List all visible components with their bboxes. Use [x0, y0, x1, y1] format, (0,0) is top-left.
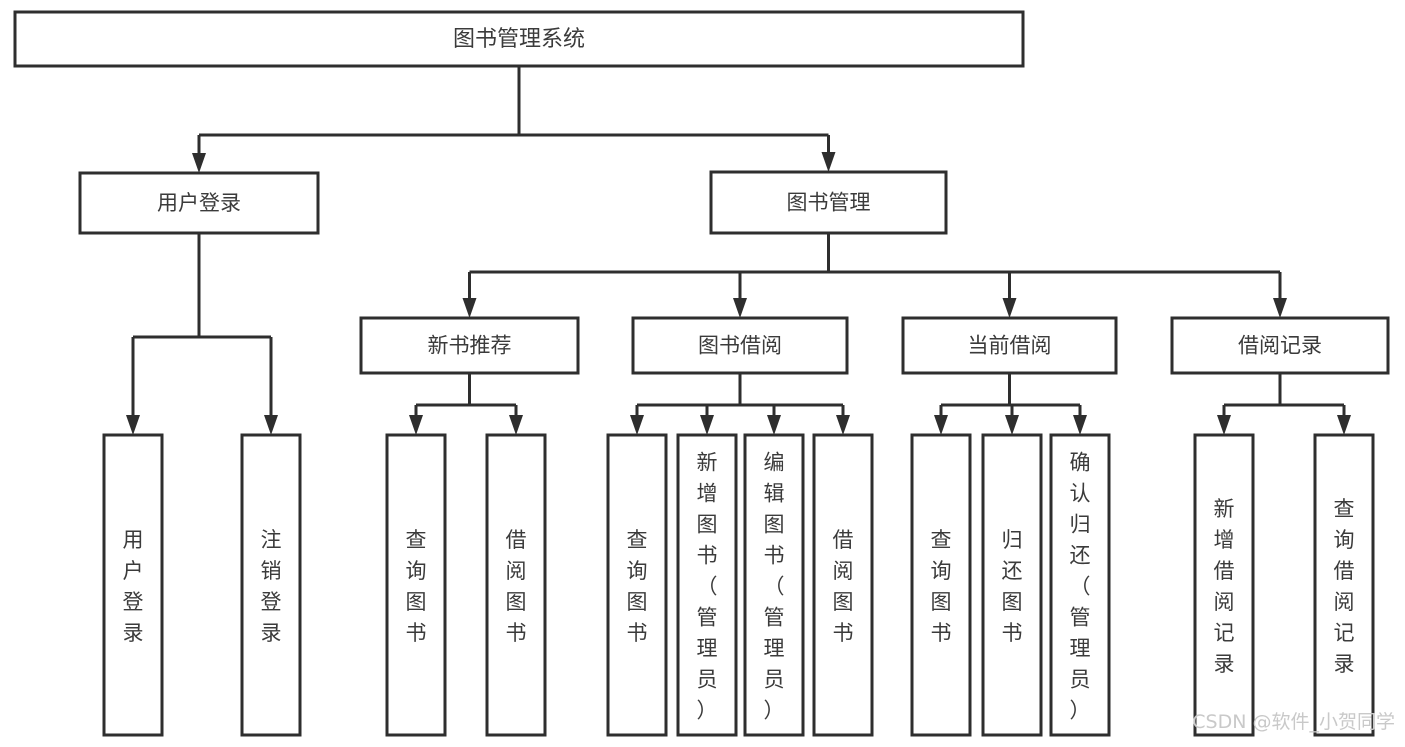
arrow-head-icon	[509, 415, 523, 435]
node-root-root[interactable]: 图书管理系统	[13, 10, 1025, 68]
node-label-borrow-record: 借阅记录	[1238, 334, 1322, 358]
node-leaf-leaf-confirm-return[interactable]: 确认归还（管理员）	[1049, 433, 1111, 737]
node-level3-new-book-recommend[interactable]: 新书推荐	[359, 316, 580, 375]
node-layer: 图书管理系统用户登录图书管理新书推荐图书借阅当前借阅借阅记录用户登录注销登录查询…	[13, 10, 1390, 737]
node-box-leaf-borrow-book-1[interactable]	[485, 433, 547, 737]
node-box-leaf-logout[interactable]	[240, 433, 302, 737]
node-label-leaf-query-record: 查询借阅记录	[1334, 497, 1355, 676]
arrow-head-icon	[700, 415, 714, 435]
connector-current-to-leaves	[934, 373, 1087, 435]
node-leaf-leaf-user-login[interactable]: 用户登录	[102, 433, 164, 737]
connector-root-to-level2	[192, 66, 836, 173]
arrow-head-icon	[1073, 415, 1087, 435]
arrow-head-icon	[836, 415, 850, 435]
arrow-head-icon	[1273, 298, 1287, 318]
node-level3-book-borrow[interactable]: 图书借阅	[631, 316, 849, 375]
arrow-head-icon	[733, 298, 747, 318]
node-label-user-login: 用户登录	[157, 191, 241, 215]
node-leaf-leaf-logout[interactable]: 注销登录	[240, 433, 302, 737]
arrow-head-icon	[462, 298, 477, 318]
arrow-head-icon	[192, 153, 206, 173]
arrow-head-icon	[409, 415, 423, 435]
arrow-head-icon	[821, 152, 836, 172]
node-box-leaf-query-book-2[interactable]	[606, 433, 668, 737]
arrow-head-icon	[630, 415, 644, 435]
node-box-new-book-recommend[interactable]	[359, 316, 580, 375]
node-level2-book-manage[interactable]: 图书管理	[709, 170, 948, 235]
node-box-root[interactable]	[13, 10, 1025, 68]
node-box-leaf-add-book[interactable]	[676, 433, 738, 737]
node-label-book-manage: 图书管理	[787, 191, 871, 215]
node-box-book-manage[interactable]	[709, 170, 948, 235]
node-leaf-leaf-query-book-1[interactable]: 查询图书	[385, 433, 447, 737]
node-label-root: 图书管理系统	[453, 27, 585, 52]
arrow-head-icon	[1337, 415, 1351, 435]
arrow-head-icon	[126, 415, 140, 435]
node-box-leaf-edit-book[interactable]	[743, 433, 805, 737]
node-box-leaf-user-login[interactable]	[102, 433, 164, 737]
node-leaf-leaf-query-book-2[interactable]: 查询图书	[606, 433, 668, 737]
node-label-leaf-confirm-return: 确认归还（管理员）	[1070, 451, 1091, 723]
node-leaf-leaf-borrow-book-2[interactable]: 借阅图书	[812, 433, 874, 737]
arrow-head-icon	[1217, 415, 1231, 435]
csdn-watermark: CSDN @软件_小贺同学	[1192, 711, 1395, 733]
node-label-leaf-edit-book: 编辑图书（管理员）	[764, 451, 785, 723]
connector-userlogin-to-leaves	[126, 233, 278, 435]
node-level3-current-borrow[interactable]: 当前借阅	[901, 316, 1118, 375]
node-label-leaf-query-book-3: 查询图书	[931, 528, 952, 645]
node-leaf-leaf-borrow-book-1[interactable]: 借阅图书	[485, 433, 547, 737]
node-box-leaf-return-book[interactable]	[981, 433, 1043, 737]
node-label-leaf-query-book-1: 查询图书	[406, 528, 427, 645]
node-label-leaf-return-book: 归还图书	[1002, 528, 1023, 645]
node-leaf-leaf-edit-book[interactable]: 编辑图书（管理员）	[743, 433, 805, 737]
node-level3-borrow-record[interactable]: 借阅记录	[1170, 316, 1390, 375]
node-box-leaf-add-record[interactable]	[1193, 433, 1255, 737]
arrow-head-icon	[934, 415, 948, 435]
node-label-leaf-borrow-book-2: 借阅图书	[833, 528, 854, 645]
node-box-leaf-query-book-1[interactable]	[385, 433, 447, 737]
node-leaf-leaf-return-book[interactable]: 归还图书	[981, 433, 1043, 737]
node-box-leaf-confirm-return[interactable]	[1049, 433, 1111, 737]
node-leaf-leaf-query-book-3[interactable]: 查询图书	[910, 433, 972, 737]
connector-recommend-to-leaves	[409, 373, 523, 435]
connector-record-to-leaves	[1217, 373, 1351, 435]
node-box-user-login[interactable]	[78, 171, 320, 235]
node-leaf-leaf-add-record[interactable]: 新增借阅记录	[1193, 433, 1255, 737]
node-label-leaf-add-record: 新增借阅记录	[1214, 497, 1235, 676]
node-label-leaf-add-book: 新增图书（管理员）	[697, 451, 718, 723]
arrow-head-icon	[1005, 415, 1019, 435]
node-box-current-borrow[interactable]	[901, 316, 1118, 375]
node-leaf-leaf-query-record[interactable]: 查询借阅记录	[1313, 433, 1375, 737]
node-label-leaf-borrow-book-1: 借阅图书	[506, 528, 527, 645]
arrow-head-icon	[1002, 298, 1017, 318]
node-box-book-borrow[interactable]	[631, 316, 849, 375]
node-level2-user-login[interactable]: 用户登录	[78, 171, 320, 235]
arrow-head-icon	[264, 415, 278, 435]
node-label-new-book-recommend: 新书推荐	[428, 334, 512, 358]
node-label-current-borrow: 当前借阅	[968, 334, 1052, 358]
node-label-leaf-query-book-2: 查询图书	[627, 528, 648, 645]
connector-bookmanage-to-level3	[462, 233, 1287, 318]
node-label-leaf-logout: 注销登录	[261, 528, 282, 645]
connector-layer	[126, 66, 1351, 435]
node-box-leaf-borrow-book-2[interactable]	[812, 433, 874, 737]
node-label-leaf-user-login: 用户登录	[123, 528, 144, 645]
arrow-head-icon	[767, 415, 781, 435]
node-box-leaf-query-record[interactable]	[1313, 433, 1375, 737]
node-label-book-borrow: 图书借阅	[698, 334, 782, 358]
connector-borrow-to-leaves	[630, 373, 850, 435]
node-box-borrow-record[interactable]	[1170, 316, 1390, 375]
node-box-leaf-query-book-3[interactable]	[910, 433, 972, 737]
node-leaf-leaf-add-book[interactable]: 新增图书（管理员）	[676, 433, 738, 737]
